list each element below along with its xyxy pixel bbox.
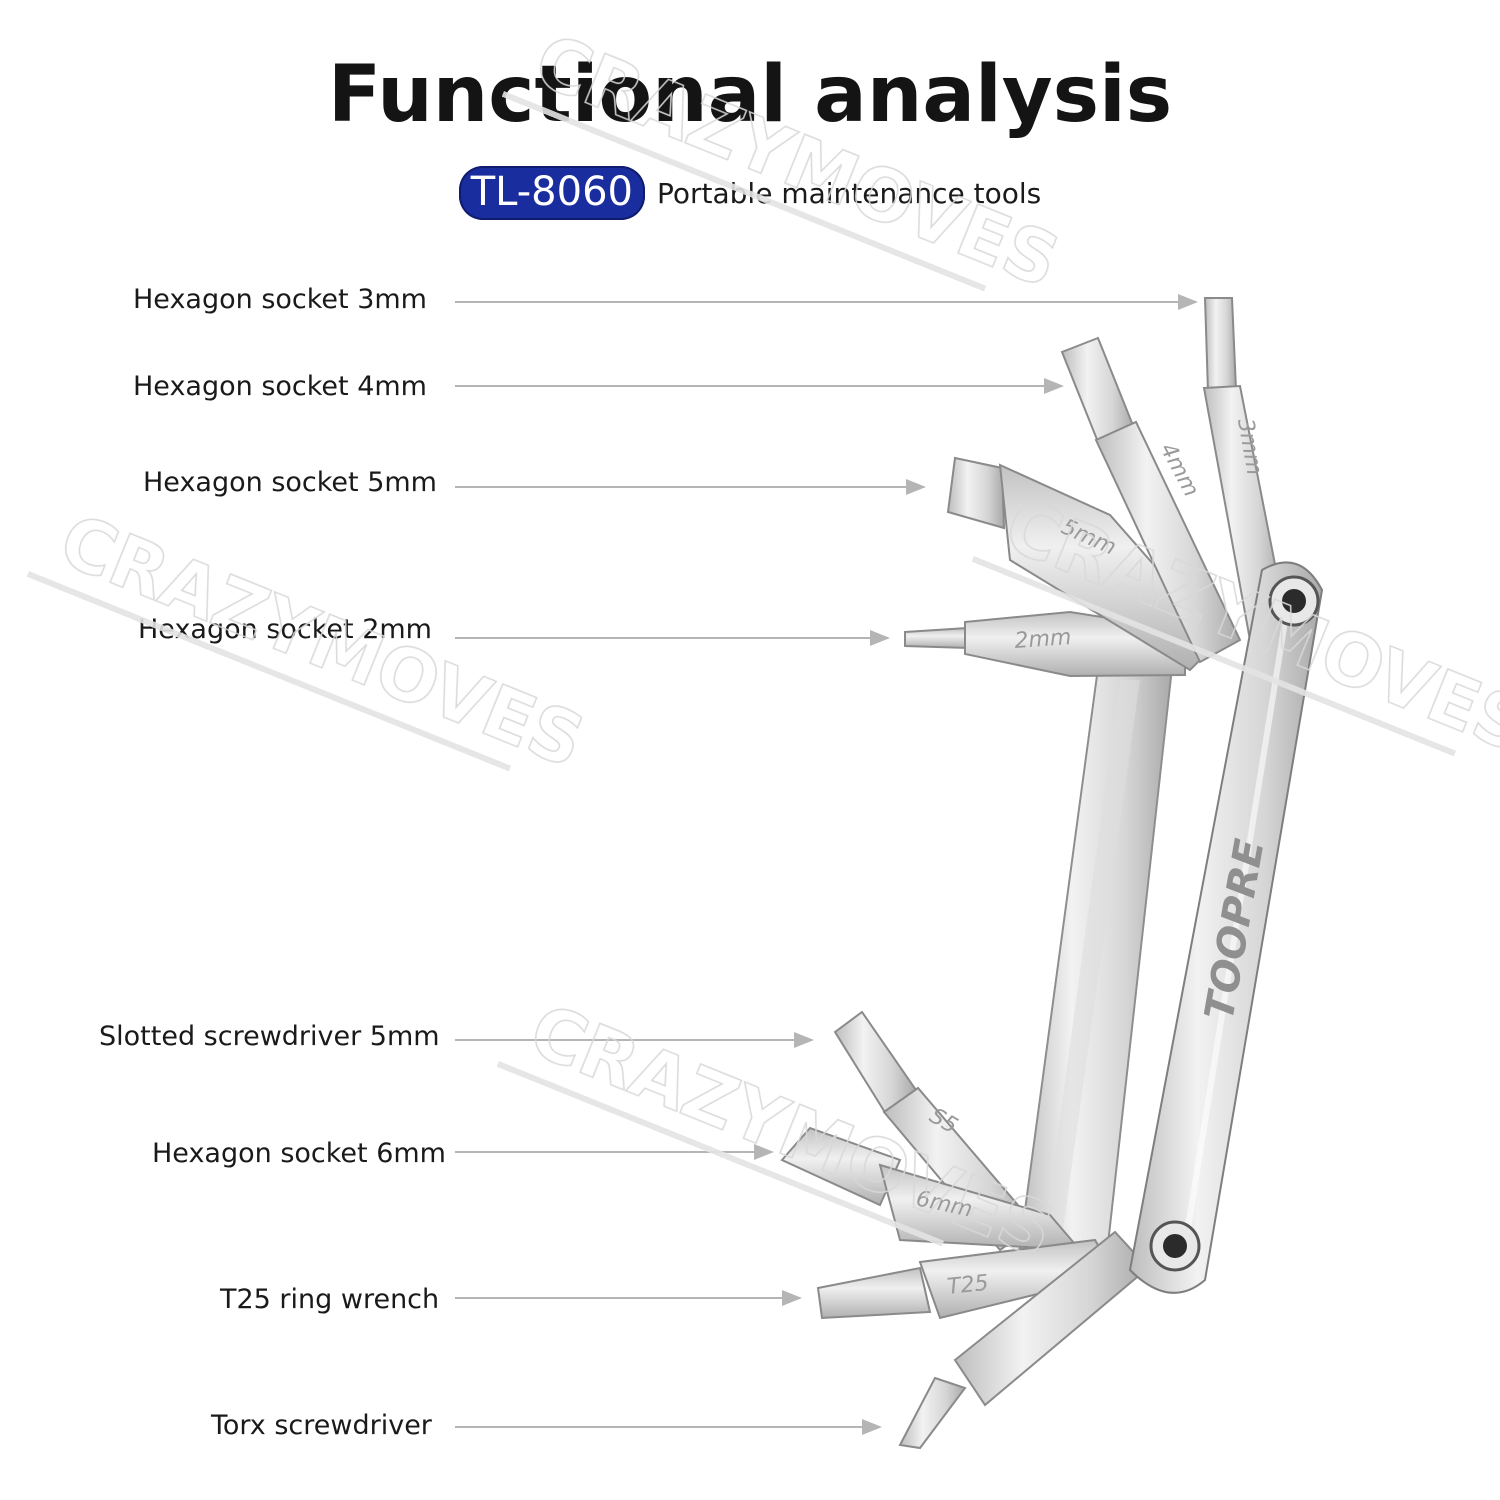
label-hex-3mm: Hexagon socket 3mm [133, 284, 427, 315]
label-torx: Torx screwdriver [211, 1410, 432, 1441]
bit-hex-6mm [780, 1126, 1083, 1252]
bit-t25 [816, 1238, 1117, 1320]
label-hex-4mm: Hexagon socket 4mm [133, 371, 427, 402]
marking-t25: T25 [946, 1271, 990, 1300]
main-plate [1128, 561, 1324, 1294]
bottom-bolt [1149, 1220, 1201, 1272]
label-slotted-5mm: Slotted screwdriver 5mm [99, 1021, 440, 1052]
subtitle-row: TL-8060 Portable maintenance tools [0, 166, 1500, 220]
bottom-bits [780, 1010, 1150, 1450]
model-badge: TL-8060 [458, 166, 645, 220]
top-bolt [1268, 575, 1320, 627]
watermark-text-4: CRAZYMOVES [519, 988, 1066, 1274]
label-t25: T25 ring wrench [220, 1284, 440, 1315]
page-title: Functional analysis [327, 50, 1173, 140]
watermark-text-2: CRAZYMOVES [49, 498, 596, 784]
watermarks: CRAZYMOVES CRAZYMOVES CRAZYMOVES CRAZYMO… [26, 17, 1500, 1275]
label-hex-6mm: Hexagon socket 6mm [152, 1138, 446, 1169]
label-hex-5mm: Hexagon socket 5mm [143, 467, 437, 498]
bit-hex-4mm [1060, 336, 1242, 664]
marking-2mm: 2mm [1014, 625, 1072, 654]
watermark-text-1: CRAZYMOVES [524, 18, 1071, 304]
leader-lines [455, 294, 1198, 1435]
